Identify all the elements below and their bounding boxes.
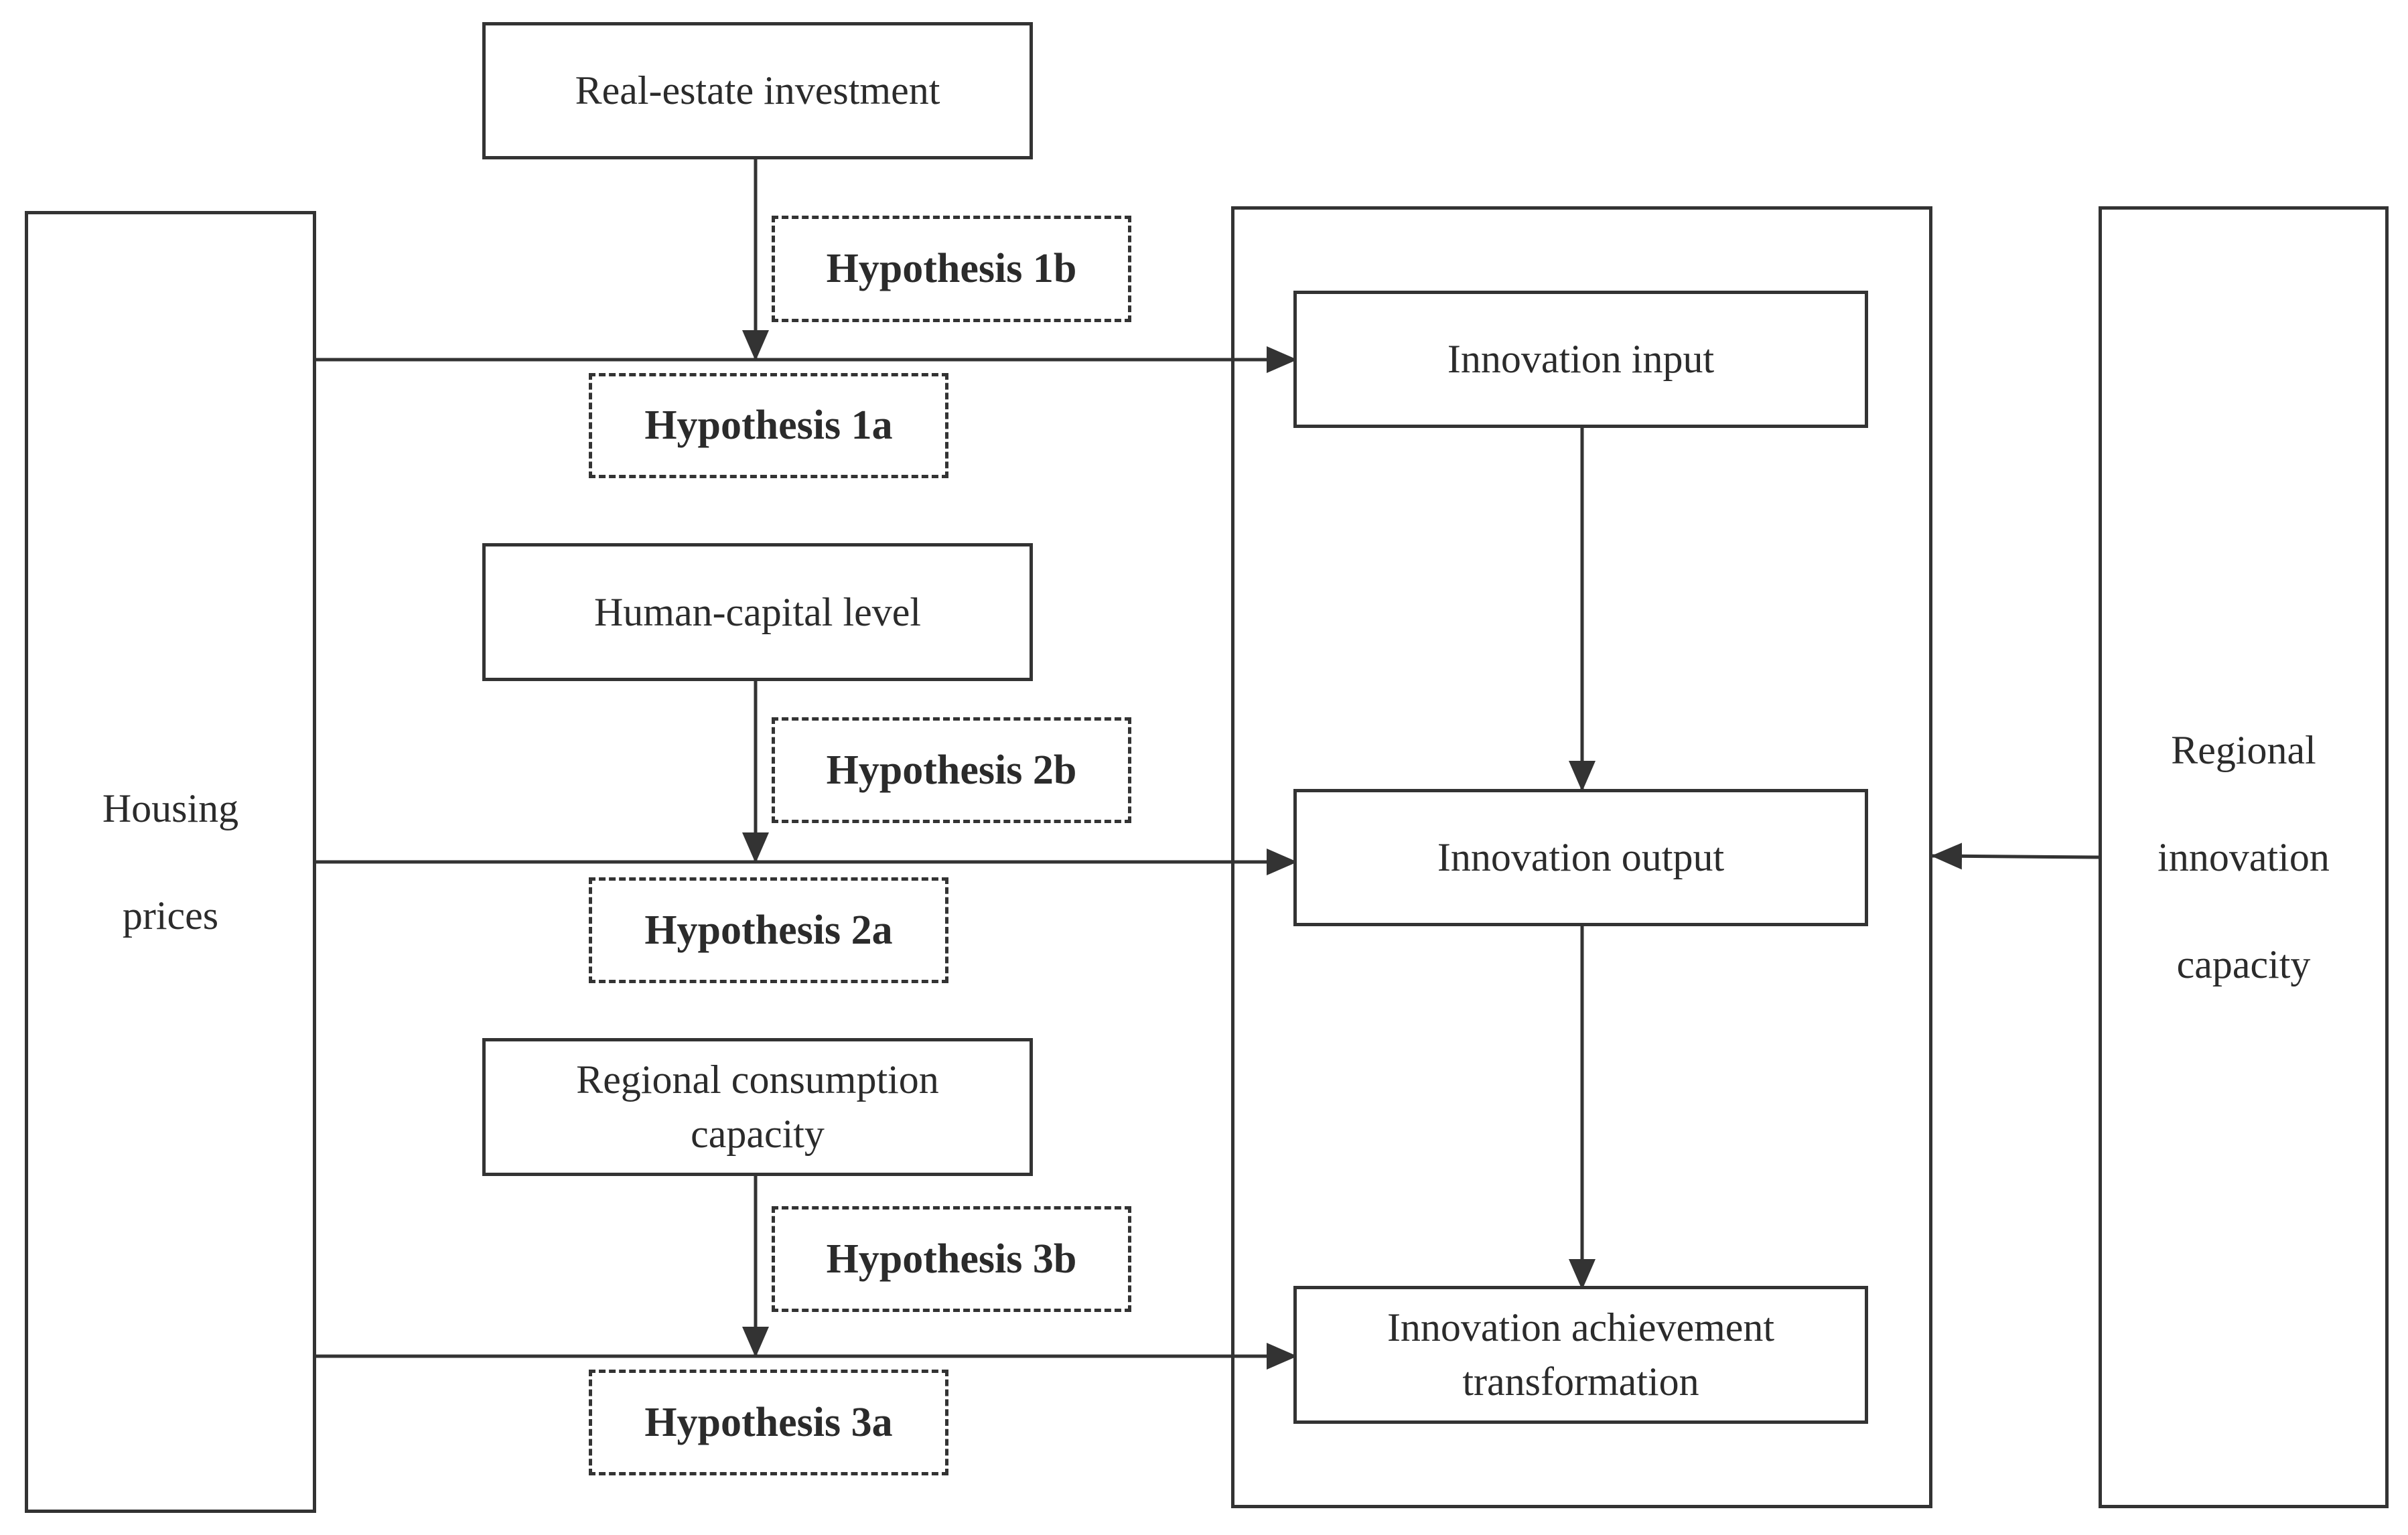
regional-capacity-line2: innovation [2157,835,2330,879]
hypothesis-2a-label: Hypothesis 2a [589,877,948,983]
housing-prices-box: Housing prices [25,211,316,1513]
regional-capacity-line1: Regional [2171,728,2316,772]
hypothesis-2b-text: Hypothesis 2b [826,747,1077,793]
hypothesis-1a-label: Hypothesis 1a [589,373,948,478]
arrow-regional-capacity-to-output [1931,843,2099,870]
housing-prices-line2: prices [122,893,219,938]
innovation-input-label: Innovation input [1447,337,1715,381]
human-capital-level-box: Human-capital level [482,543,1033,681]
achievement-transformation-line1: Innovation achievement [1387,1305,1775,1349]
consumption-capacity-line1: Regional consumption [576,1057,939,1102]
consumption-capacity-line2: capacity [691,1112,825,1156]
hypothesis-3a-text: Hypothesis 3a [644,1399,893,1445]
real-estate-investment-label: Real-estate investment [575,68,940,113]
hypothesis-2a-text: Hypothesis 2a [644,907,893,953]
innovation-output-box: Innovation output [1293,789,1868,926]
innovation-outcomes-frame [1231,206,1932,1508]
hypothesis-2b-label: Hypothesis 2b [772,717,1131,823]
hypothesis-3b-label: Hypothesis 3b [772,1206,1131,1312]
regional-capacity-line3: capacity [2176,942,2311,986]
human-capital-level-label: Human-capital level [593,589,922,634]
real-estate-investment-box: Real-estate investment [482,22,1033,159]
regional-consumption-capacity-box: Regional consumption capacity [482,1038,1033,1176]
innovation-achievement-transformation-box: Innovation achievement transformation [1293,1286,1868,1424]
innovation-output-label: Innovation output [1437,835,1725,879]
housing-prices-line1: Housing [102,786,239,830]
hypothesis-3a-label: Hypothesis 3a [589,1370,948,1475]
hypothesis-3b-text: Hypothesis 3b [826,1236,1077,1282]
achievement-transformation-line2: transformation [1462,1360,1699,1404]
hypothesis-1b-label: Hypothesis 1b [772,216,1131,322]
hypothesis-1b-text: Hypothesis 1b [826,246,1077,291]
hypothesis-1a-text: Hypothesis 1a [644,403,893,448]
innovation-input-box: Innovation input [1293,291,1868,428]
regional-innovation-capacity-box: Regional innovation capacity [2099,206,2389,1508]
